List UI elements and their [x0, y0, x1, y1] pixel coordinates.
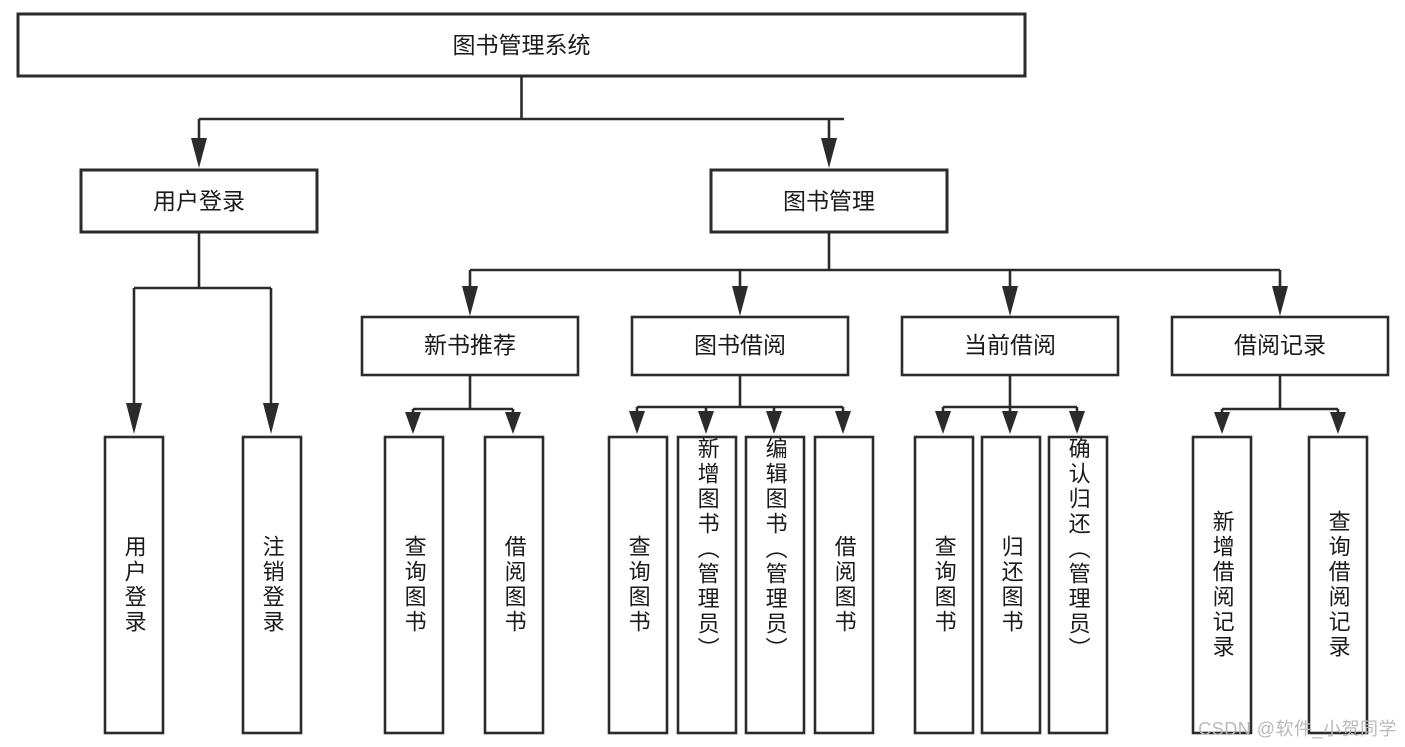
connector-group-borrowrecord-to-leaves — [1214, 375, 1346, 434]
node-book-borrow-box[interactable] — [630, 315, 850, 377]
arrowhead-to-borrow-record — [1272, 286, 1288, 316]
connector-group-bookborrow-to-leaves — [629, 375, 851, 434]
node-new-book-recommend[interactable]: 新书推荐 — [360, 315, 580, 377]
node-current-borrow-label: 当前借阅 — [964, 332, 1056, 358]
node-book-manage[interactable]: 图书管理 — [709, 168, 949, 234]
node-borrow-record-box[interactable] — [1170, 315, 1390, 377]
arrowhead-leaf-confirm-return — [1069, 411, 1085, 434]
leaf-box-query-record[interactable] — [1307, 435, 1369, 735]
node-new-book-box[interactable] — [360, 315, 580, 377]
arrowhead-leaf-query-book-3 — [935, 411, 951, 434]
leaf-box-borrow-book-1[interactable] — [483, 435, 545, 735]
node-root-box[interactable] — [16, 12, 1027, 78]
connector-group-newbook-to-leaves — [405, 375, 521, 434]
arrowhead-leaf-query-book-2 — [629, 411, 645, 434]
leaf-box-query-book-3[interactable] — [913, 435, 975, 735]
connector-group-currentborrow-to-leaves — [935, 375, 1085, 434]
arrowhead-leaf-add-book — [698, 411, 714, 434]
arrowhead-leaf-query-book-1 — [405, 412, 421, 434]
arrowhead-leaf-edit-book — [766, 411, 782, 434]
node-book-manage-box[interactable] — [709, 168, 949, 234]
arrowhead-leaf-logout — [263, 403, 279, 434]
arrowhead-leaf-user-login — [126, 403, 142, 434]
node-current-borrow-box[interactable] — [900, 315, 1120, 377]
node-book-manage-label: 图书管理 — [783, 188, 875, 214]
connector-group-bookmanage-to-level3 — [462, 232, 1288, 316]
node-root-label: 图书管理系统 — [453, 32, 591, 58]
arrowhead-to-new-book — [462, 286, 478, 316]
leaf-box-add-record[interactable] — [1191, 435, 1253, 735]
node-user-login-box[interactable] — [79, 168, 319, 234]
leaf-box-add-book[interactable] — [676, 435, 738, 735]
arrowhead-to-current-borrow — [1002, 286, 1018, 316]
node-user-login-label: 用户登录 — [153, 188, 245, 214]
leaf-box-confirm-return[interactable] — [1047, 435, 1109, 735]
arrowhead-to-book-borrow — [732, 286, 748, 316]
leaf-box-group — [103, 435, 1369, 735]
leaf-box-query-book-2[interactable] — [607, 435, 669, 735]
node-book-borrow[interactable]: 图书借阅 — [630, 315, 850, 377]
arrowhead-to-book-manage — [821, 138, 837, 168]
node-new-book-label: 新书推荐 — [424, 332, 516, 358]
leaf-box-logout[interactable] — [241, 435, 303, 735]
node-root-book-system[interactable]: 图书管理系统 — [16, 12, 1027, 78]
arrowhead-leaf-add-record — [1214, 412, 1230, 434]
arrowhead-leaf-query-record — [1330, 412, 1346, 434]
node-borrow-record[interactable]: 借阅记录 — [1170, 315, 1390, 377]
connector-group-userlogin-to-leaves — [126, 232, 279, 434]
arrowhead-leaf-return-book — [1002, 411, 1018, 434]
leaf-box-borrow-book-2[interactable] — [813, 435, 875, 735]
leaf-box-edit-book[interactable] — [744, 435, 806, 735]
leaf-box-user-login[interactable] — [103, 435, 165, 735]
node-book-borrow-label: 图书借阅 — [694, 332, 786, 358]
arrowhead-leaf-borrow-book-2 — [835, 411, 851, 434]
leaf-box-query-book-1[interactable] — [383, 435, 445, 735]
node-user-login[interactable]: 用户登录 — [79, 168, 319, 234]
connector-group-root-to-level2 — [191, 76, 844, 168]
node-borrow-record-label: 借阅记录 — [1234, 332, 1326, 358]
leaf-box-return-book[interactable] — [980, 435, 1042, 735]
arrowhead-leaf-borrow-book-1 — [505, 412, 521, 434]
arrowhead-to-user-login — [191, 138, 207, 168]
node-current-borrow[interactable]: 当前借阅 — [900, 315, 1120, 377]
csdn-watermark: CSDN @软件_小贺同学 — [1198, 719, 1397, 739]
